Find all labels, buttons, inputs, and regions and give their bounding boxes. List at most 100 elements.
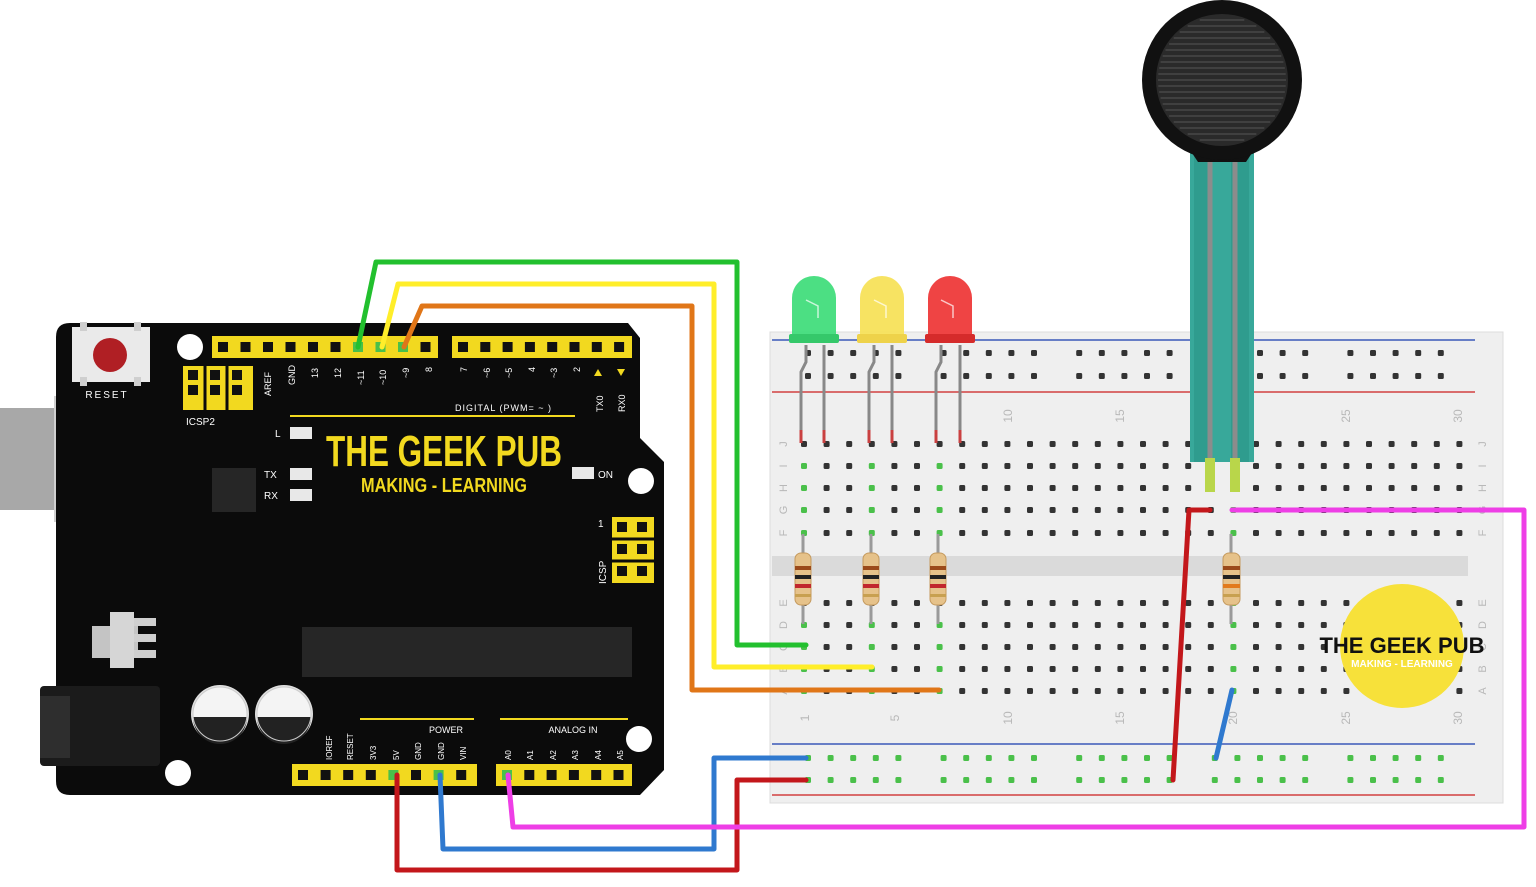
breadboard-hole [1140, 507, 1146, 513]
breadboard-hole [823, 644, 830, 650]
resistors [794, 534, 1241, 624]
capacitor [255, 685, 313, 744]
breadboard-hole [1162, 688, 1169, 694]
mounting-hole [628, 468, 654, 494]
breadboard-hole [959, 507, 966, 513]
breadboard-hole [823, 485, 830, 491]
breadboard-hole [1072, 688, 1079, 694]
breadboard-hole [801, 463, 807, 469]
rail-hole [1076, 755, 1083, 761]
breadboard-hole [1004, 644, 1011, 650]
rail-hole [1008, 350, 1015, 356]
pin-label-13: 13 [310, 368, 320, 378]
breadboard-hole [1049, 622, 1056, 628]
breadboard-hole [1298, 530, 1305, 536]
breadboard-hole [891, 463, 898, 469]
reset-button[interactable] [72, 322, 150, 386]
pin-label-a5: A5 [616, 750, 625, 760]
breadboard-hole [1117, 688, 1124, 694]
breadboard-hole [981, 485, 988, 491]
rail-hole [872, 373, 879, 379]
led-yellow [857, 276, 907, 443]
row-letter-e: E [778, 599, 790, 606]
breadboard-hole [1298, 622, 1305, 628]
rail-hole [1076, 373, 1083, 379]
breadboard-hole [1162, 600, 1169, 606]
rail-hole [1347, 373, 1354, 379]
breadboard-hole [823, 600, 830, 606]
rail-hole [1392, 373, 1399, 379]
breadboard-hole [959, 463, 966, 469]
breadboard-hole [981, 622, 988, 628]
breadboard-hole [1343, 688, 1350, 694]
breadboard-hole [846, 600, 853, 606]
header-pin [569, 342, 580, 352]
rail-hole [1257, 755, 1263, 761]
breadboard-hole [1117, 644, 1124, 650]
row-letter-e-right: E [1477, 599, 1489, 606]
rail-hole [1392, 755, 1399, 761]
breadboard-hole [1207, 530, 1214, 536]
rail-hole [1257, 350, 1263, 356]
breadboard-hole [1298, 688, 1305, 694]
rail-hole [963, 373, 970, 379]
led-green [789, 276, 839, 443]
rail-hole [1347, 755, 1354, 761]
breadboard-hole [846, 622, 853, 628]
rail-hole [1008, 777, 1015, 783]
rail-hole [1392, 777, 1399, 783]
voltage-regulator [92, 612, 156, 668]
rail-hole [895, 373, 902, 379]
rail-hole [1347, 350, 1354, 356]
breadboard-hole [1140, 600, 1146, 606]
breadboard-hole [1117, 600, 1124, 606]
rail-hole [895, 755, 902, 761]
icsp-pin1-label: 1 [598, 519, 604, 530]
breadboard-hole [1230, 666, 1237, 672]
breadboard-hole [823, 463, 830, 469]
row-letter-f-right: F [1477, 529, 1489, 536]
breadboard-hole [914, 463, 920, 469]
rail-hole [1166, 373, 1173, 379]
breadboard-hole [1456, 688, 1463, 694]
breadboard-hole [823, 622, 830, 628]
breadboard-hole [1027, 507, 1033, 513]
col-number-25-top: 25 [1339, 409, 1353, 423]
breadboard-hole [1230, 644, 1237, 650]
pin-label-4: 4 [527, 367, 537, 372]
rail-hole [1144, 350, 1150, 356]
breadboard-hole [1004, 441, 1011, 447]
row-letter-a-right: A [1477, 687, 1489, 695]
col-number-15-top: 15 [1113, 409, 1127, 423]
header-pin [458, 342, 468, 352]
breadboard-hole [1298, 600, 1305, 606]
rail-hole [1121, 373, 1128, 379]
header-pin [502, 342, 513, 352]
breadboard-hole [1253, 622, 1259, 628]
breadboard-hole [823, 530, 830, 536]
rail-hole [1121, 350, 1128, 356]
breadboard-hole [1094, 507, 1101, 513]
rail-hole [940, 777, 947, 783]
breadboard-hole [1004, 530, 1011, 536]
breadboard-hole [981, 441, 988, 447]
breadboard-hole [1253, 530, 1259, 536]
breadboard-hole [1320, 485, 1327, 491]
breadboard-hole [846, 485, 853, 491]
pin-label-a2: A2 [549, 750, 558, 760]
breadboard-hole [891, 644, 898, 650]
rail-hole [1415, 373, 1422, 379]
breadboard-hole [891, 485, 898, 491]
rail-hole [1031, 373, 1037, 379]
breadboard-hole [1140, 463, 1146, 469]
breadboard-hole [1253, 463, 1259, 469]
breadboard-hole [1275, 530, 1282, 536]
digital-header-label: DIGITAL (PWM= ~ ) [455, 403, 552, 413]
breadboard-hole [1456, 600, 1463, 606]
breadboard-logo-title: THE GEEK PUB [1319, 633, 1484, 658]
breadboard-hole [868, 507, 875, 513]
breadboard-hole [981, 530, 988, 536]
led-yellow-body [860, 276, 904, 338]
rail-hole [895, 777, 902, 783]
breadboard-hole [868, 644, 875, 650]
